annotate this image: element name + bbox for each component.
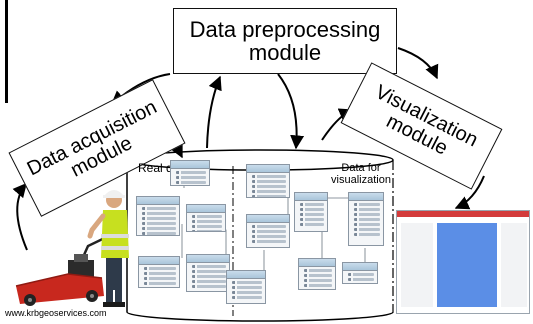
app-visualization-panel bbox=[437, 223, 497, 307]
app-titlebar bbox=[397, 211, 529, 217]
source-credit: www.krbgeoservices.com bbox=[5, 308, 107, 318]
arrow-db-to-preproc bbox=[206, 75, 222, 149]
left-edge-bar bbox=[5, 0, 8, 103]
entity-table-icon bbox=[136, 196, 180, 236]
app-left-panel bbox=[401, 223, 433, 307]
entity-table-icon bbox=[138, 256, 180, 288]
entity-table-icon bbox=[170, 160, 210, 186]
preprocessing-label: Data preprocessing module bbox=[189, 16, 381, 65]
app-right-panel bbox=[501, 223, 527, 307]
entity-table-icon bbox=[226, 270, 266, 304]
arrow-vis-to-screen bbox=[454, 175, 485, 210]
entity-table-icon bbox=[186, 254, 230, 292]
entity-table-icon bbox=[246, 214, 290, 248]
entity-table-icon bbox=[246, 164, 290, 198]
entity-table-icon bbox=[186, 204, 226, 232]
visualization-app-screenshot bbox=[396, 210, 530, 314]
entity-table-icon bbox=[348, 192, 384, 246]
arrow-to-visualization bbox=[397, 47, 439, 80]
cylinder-bottom bbox=[126, 311, 394, 322]
entity-table-icon bbox=[342, 262, 378, 284]
arrow-preproc-to-db bbox=[277, 73, 305, 150]
arrow-from-field bbox=[12, 182, 28, 251]
entity-table-icon bbox=[298, 258, 336, 290]
data-preprocessing-module: Data preprocessing module bbox=[173, 8, 397, 74]
entity-table-icon bbox=[294, 192, 328, 232]
viz-data-label: Data for visualization bbox=[331, 162, 391, 186]
operator-with-gpr-cart bbox=[15, 190, 129, 307]
